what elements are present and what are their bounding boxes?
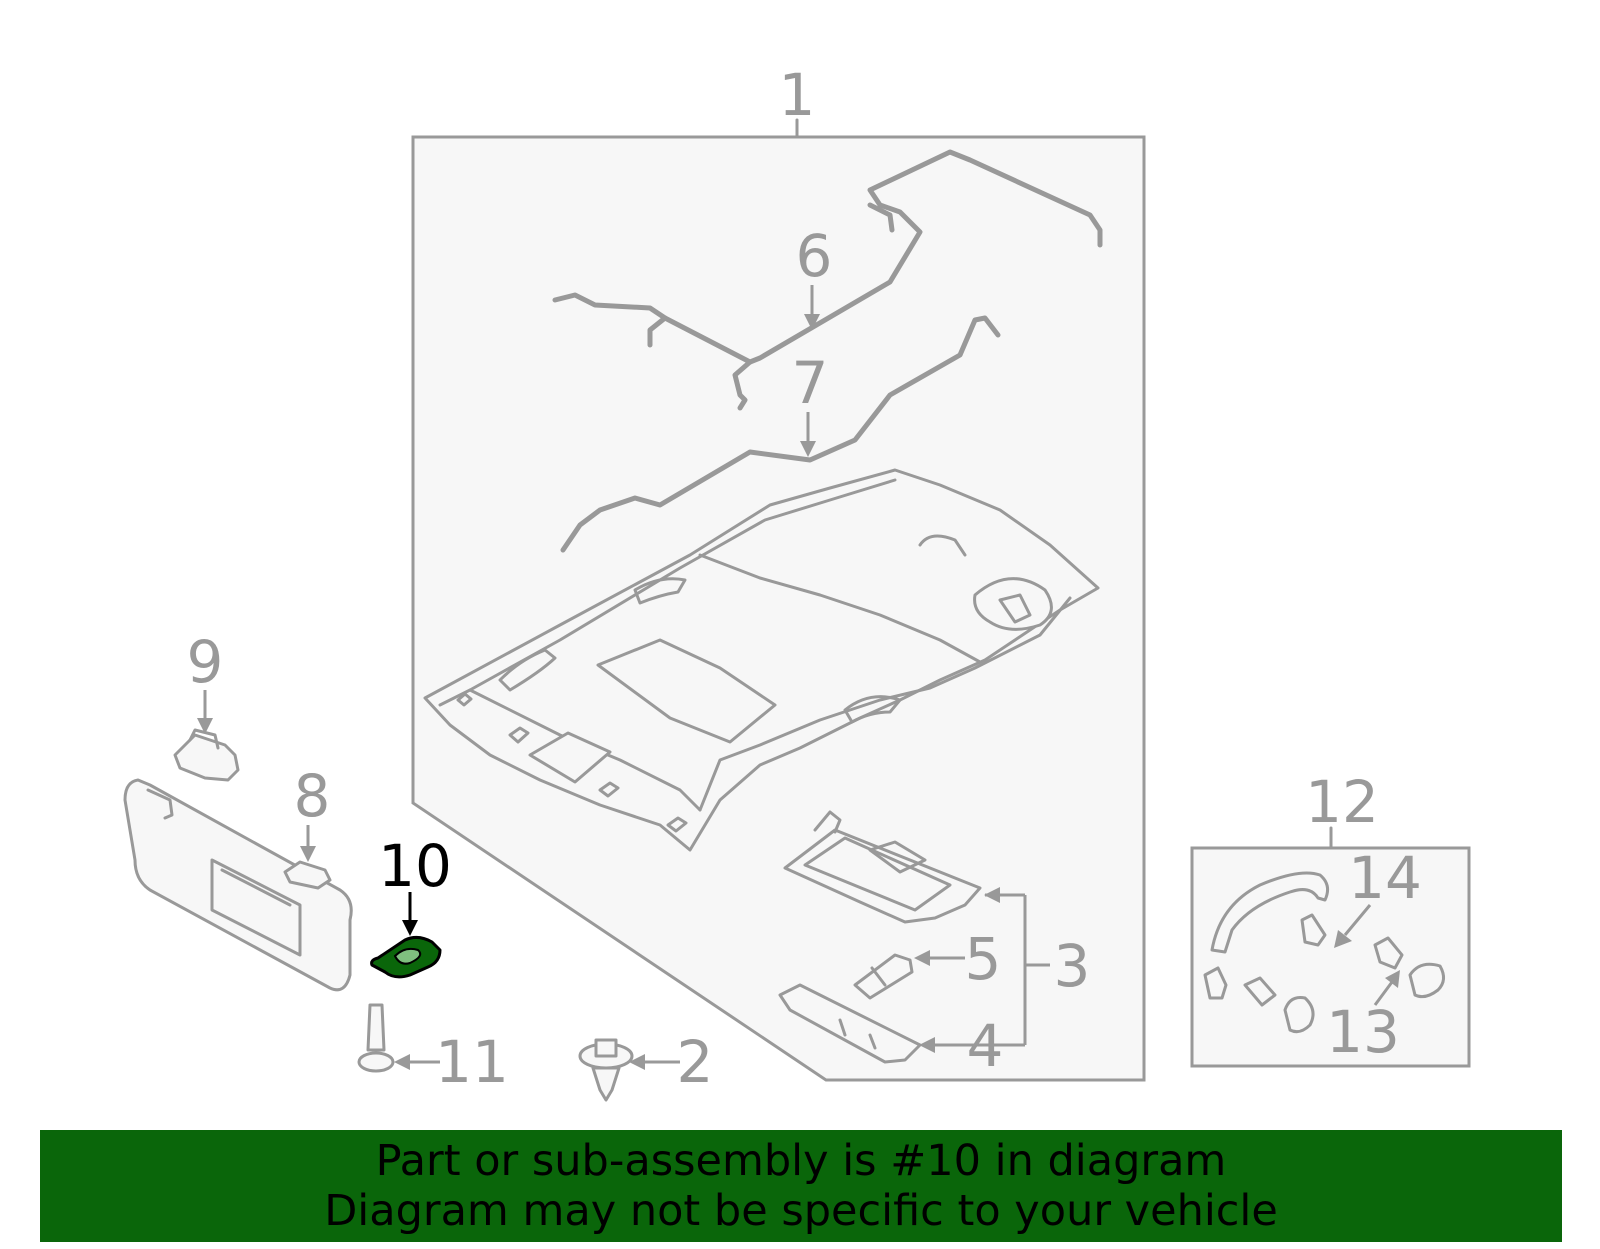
callout-13: 13 xyxy=(1326,998,1400,1066)
assist-handle-kit-box-12 xyxy=(1190,826,1471,1068)
lens-4[interactable] xyxy=(778,983,922,1064)
callout-6: 6 xyxy=(796,222,833,290)
visor-holder-9[interactable] xyxy=(173,728,240,782)
callout-3: 3 xyxy=(1054,932,1091,1000)
leader-lines xyxy=(197,285,1400,1070)
callout-8: 8 xyxy=(294,762,331,830)
visor-clip-8[interactable] xyxy=(283,860,332,890)
callout-11: 11 xyxy=(435,1028,509,1096)
banner-line-1: Part or sub-assembly is #10 in diagram xyxy=(375,1136,1227,1186)
callout-12: 12 xyxy=(1305,768,1379,836)
callout-10: 10 xyxy=(378,832,452,900)
banner-line-2: Diagram may not be specific to your vehi… xyxy=(324,1186,1278,1236)
callout-4: 4 xyxy=(967,1012,1004,1080)
callout-7: 7 xyxy=(792,349,829,417)
callout-5: 5 xyxy=(965,925,1002,993)
callout-2: 2 xyxy=(677,1028,714,1096)
callout-9: 9 xyxy=(187,628,224,696)
visor-clip-10-highlighted[interactable] xyxy=(370,935,442,979)
callout-14: 14 xyxy=(1348,844,1422,912)
wiring-harness-6[interactable] xyxy=(552,149,1103,411)
info-banner: Part or sub-assembly is #10 in diagram D… xyxy=(40,1130,1562,1242)
retainer-clip-2[interactable] xyxy=(578,1038,634,1102)
wiring-harness-7[interactable] xyxy=(560,315,1001,553)
headliner-panel[interactable] xyxy=(423,468,1100,852)
dome-lamp-3[interactable] xyxy=(783,810,982,924)
screw-11[interactable] xyxy=(357,1003,395,1073)
bulb-5[interactable] xyxy=(853,953,914,1000)
callout-1: 1 xyxy=(779,61,816,129)
sun-visor[interactable] xyxy=(123,778,353,992)
